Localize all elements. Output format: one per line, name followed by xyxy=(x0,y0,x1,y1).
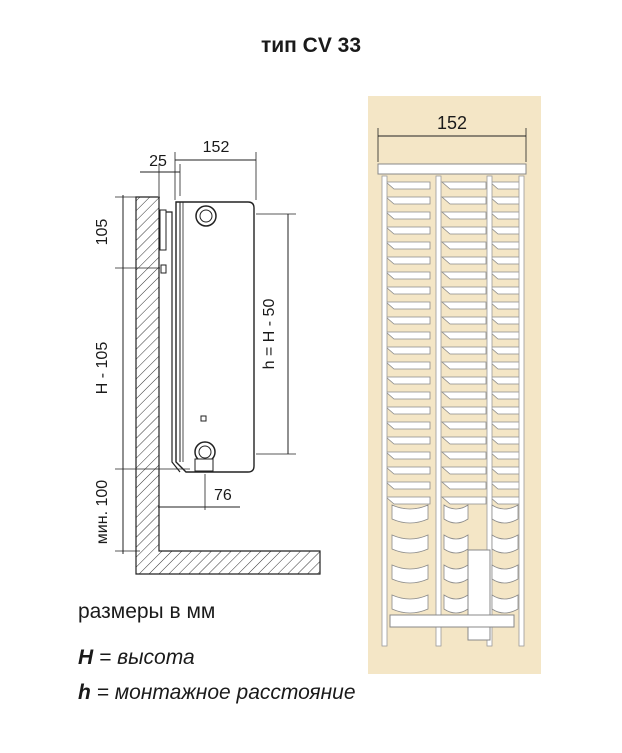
floor-min-label: мин. 100 xyxy=(94,480,111,544)
depth-label: 152 xyxy=(203,139,230,156)
top-offset-label: 105 xyxy=(94,219,111,246)
legend-mount-text: = монтажное расстояние xyxy=(90,681,356,704)
wall-bracket xyxy=(159,209,167,251)
diagram-title: тип CV 33 xyxy=(260,34,362,57)
bottom-offset-label: 76 xyxy=(214,487,232,504)
width-label: 152 xyxy=(437,113,467,133)
legend-mount: h = монтажное расстояние xyxy=(78,681,356,705)
legend-height-text: = высота xyxy=(93,646,195,669)
legend-units: размеры в мм xyxy=(78,600,216,623)
legend-height: H = высота xyxy=(78,646,195,670)
mount-distance-label: h = H - 50 xyxy=(261,299,278,370)
legend-height-symbol: H xyxy=(78,646,94,669)
wall-gap-label: 25 xyxy=(149,153,167,170)
legend-mount-symbol: h xyxy=(78,681,91,704)
convector-fins xyxy=(381,175,525,647)
center-distance-label: H - 105 xyxy=(94,342,111,395)
radiator-side-body xyxy=(175,201,255,473)
